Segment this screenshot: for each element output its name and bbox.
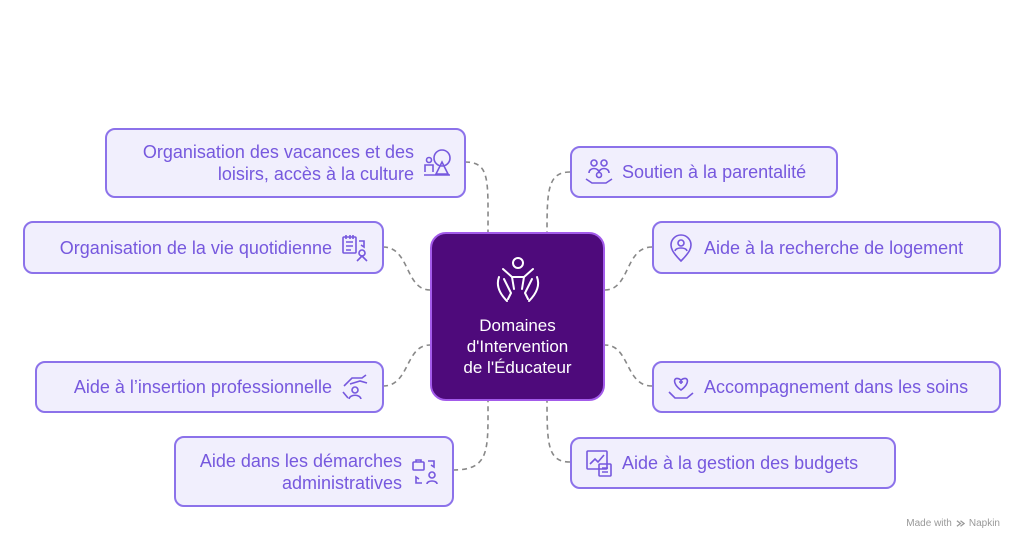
central-title-line3: de l'Éducateur xyxy=(463,358,572,377)
helping-hand-icon xyxy=(342,374,368,400)
watermark: Made with Napkin xyxy=(906,518,1000,529)
node-label: Accompagnement dans les soins xyxy=(704,377,969,397)
node-label: Organisation de la vie quotidienne xyxy=(59,237,332,258)
central-topic: Domaines d'Intervention de l'Éducateur xyxy=(430,232,605,401)
node-soutien-parentalite: Soutien à la parentalité xyxy=(570,146,838,198)
node-label: Aide à la gestion des budgets xyxy=(622,453,859,473)
node-label-line2: administratives xyxy=(281,472,402,493)
node-label-line2: loisirs, accès à la culture xyxy=(217,164,414,184)
node-accompagnement-soins: Accompagnement dans les soins xyxy=(652,361,1001,413)
node-label-line1: Organisation des vacances et des xyxy=(142,142,414,162)
connector-insertion xyxy=(382,344,431,387)
central-title-line1: Domaines xyxy=(479,316,556,335)
connector-vacances xyxy=(464,161,489,233)
daily-planner-icon xyxy=(342,234,368,262)
connector-parentalite xyxy=(546,171,571,233)
node-recherche-logement: Aide à la recherche de logement xyxy=(652,221,1001,274)
leisure-ferris-wheel-icon xyxy=(424,149,451,176)
node-gestion-budgets: Aide à la gestion des budgets xyxy=(570,437,896,489)
family-support-icon xyxy=(585,159,613,184)
napkin-brand-text: Napkin xyxy=(968,518,1000,529)
connector-budgets xyxy=(546,400,571,463)
napkin-logo-icon xyxy=(956,520,965,527)
hands-lifting-person-icon xyxy=(496,257,539,302)
connector-logement xyxy=(604,246,653,291)
heart-care-icon xyxy=(668,377,694,399)
connector-vie-quotidienne xyxy=(382,246,431,291)
node-label-line1: Aide dans les démarches xyxy=(199,450,402,471)
connector-soins xyxy=(604,344,653,387)
home-location-icon xyxy=(670,233,692,262)
admin-exchange-icon xyxy=(412,458,438,484)
node-label: Aide à l’insertion professionnelle xyxy=(73,377,332,397)
central-title-line2: d'Intervention xyxy=(466,337,569,356)
node-label: Aide à la recherche de logement xyxy=(704,237,964,258)
made-with-text: Made with xyxy=(906,518,952,529)
node-insertion-professionnelle: Aide à l’insertion professionnelle xyxy=(35,361,384,413)
node-label: Soutien à la parentalité xyxy=(622,162,807,182)
budget-calculator-icon xyxy=(586,450,612,477)
node-vie-quotidienne: Organisation de la vie quotidienne xyxy=(23,221,384,274)
connector-demarches xyxy=(452,400,489,471)
